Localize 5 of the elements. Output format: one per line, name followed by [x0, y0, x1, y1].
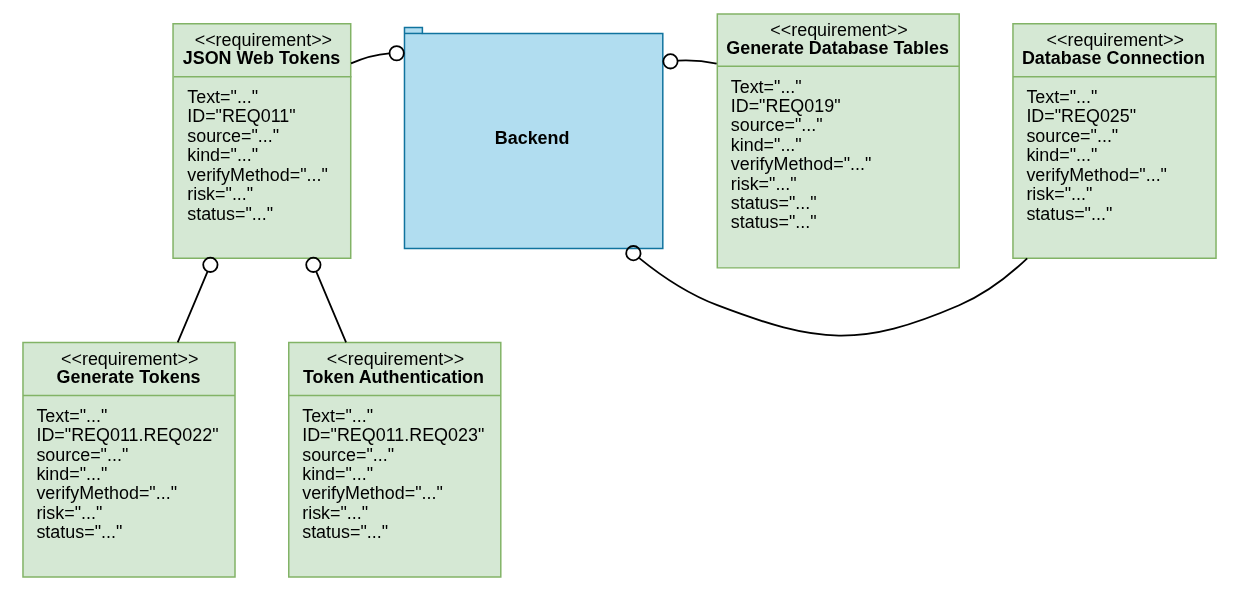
connector	[625, 245, 1029, 337]
connector	[350, 45, 405, 65]
connector	[662, 53, 718, 70]
connector	[305, 256, 347, 344]
connector	[176, 256, 219, 344]
